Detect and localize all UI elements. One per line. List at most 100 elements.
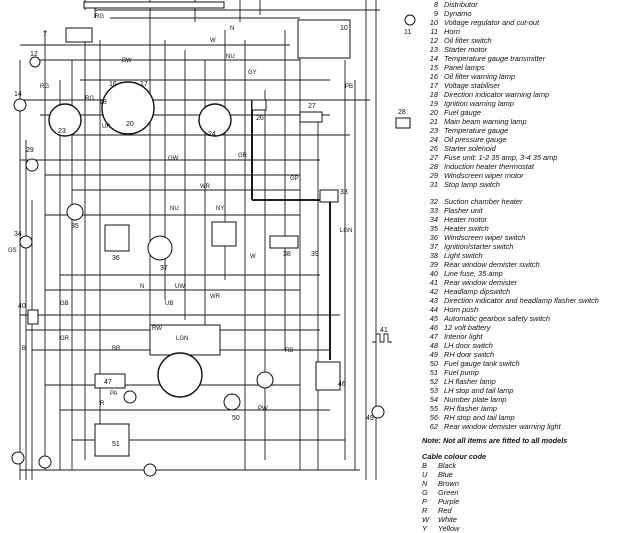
legend-item-text: Automatic gearbox safety switch: [444, 314, 550, 323]
svg-text:LGN: LGN: [176, 336, 188, 342]
svg-text:35: 35: [71, 223, 79, 230]
legend-item-number: 44: [429, 305, 438, 314]
svg-text:NU: NU: [170, 206, 179, 212]
legend-item-text: Fuel gauge: [444, 108, 481, 117]
svg-text:23: 23: [58, 128, 66, 135]
legend-item-text: Temperature gauge: [444, 126, 509, 135]
component-36-wiper-switch: 36: [104, 224, 130, 262]
svg-text:27: 27: [308, 103, 316, 110]
legend-item-text: Direction indicator and headlamp flasher…: [444, 296, 599, 305]
svg-text:39: 39: [311, 251, 319, 258]
legend-item-text: Starter motor: [444, 45, 488, 54]
svg-text:RG: RG: [40, 84, 49, 90]
component-41-demister: 41: [372, 327, 392, 343]
top-harness: [83, 0, 380, 480]
legend-item-text: Heater switch: [444, 224, 489, 233]
component-34-heater-motor: 34: [14, 231, 33, 249]
legend-item-text: Voltage stabiliser: [444, 81, 501, 90]
component-27-fuse: 27: [299, 103, 323, 123]
legend-item-number: 41: [429, 278, 438, 287]
svg-text:11: 11: [404, 29, 411, 36]
cable-colour-title: Cable colour code: [422, 452, 487, 461]
legend-item-number: 34: [429, 215, 438, 224]
cable-colour-key: G: [422, 488, 428, 497]
legend-item-text: Suction chamber heater: [444, 197, 523, 206]
legend-item-number: 37: [429, 242, 438, 251]
legend-item-text: Dynamo: [444, 9, 472, 18]
legend-item-number: 48: [429, 341, 438, 350]
svg-text:12: 12: [30, 51, 38, 58]
legend-item: 34 Heater motor: [422, 215, 640, 224]
legend-item: 54 Number plate lamp: [422, 395, 640, 404]
svg-text:34: 34: [14, 231, 22, 238]
legend-item-text: Rear window demister switch: [444, 260, 540, 269]
svg-text:GR: GR: [238, 153, 248, 159]
legend-item-text: Interior light: [444, 332, 483, 341]
legend-item-number: 40: [429, 269, 438, 278]
legend-item-number: 49: [429, 350, 438, 359]
component-26-solenoid: 26: [251, 99, 267, 122]
legend-item: 8 Distributor: [422, 0, 640, 9]
legend-item-text: Line fuse, 35 amp: [444, 269, 503, 278]
legend-item-number: 55: [429, 404, 438, 413]
svg-text:UB: UB: [165, 301, 173, 307]
svg-text:NY: NY: [216, 206, 224, 212]
legend-item-number: 16: [429, 72, 438, 81]
svg-text:RG: RG: [85, 96, 94, 102]
cable-colour-key: W: [422, 515, 429, 524]
svg-text:36: 36: [112, 255, 120, 262]
svg-text:50: 50: [232, 415, 240, 422]
cable-colour-key: Y: [422, 524, 427, 533]
legend-item-text: Distributor: [444, 0, 478, 9]
legend-item-number: 17: [429, 81, 438, 90]
legend-item: 40 Line fuse, 35 amp: [422, 269, 640, 278]
svg-text:PW: PW: [258, 406, 268, 412]
svg-text:28: 28: [398, 109, 406, 116]
svg-text:49: 49: [366, 415, 374, 422]
svg-text:14: 14: [14, 91, 22, 98]
svg-text:33: 33: [340, 189, 348, 196]
legend-item-number: 10: [429, 18, 438, 27]
component-35-heater-switch: 35: [66, 203, 84, 230]
legend-item: 16 Oil filter warning lamp: [422, 72, 640, 81]
svg-text:GS: GS: [8, 248, 17, 254]
legend-item-number: 8: [433, 0, 438, 9]
legend-item-text: Fuse unit: 1-2 35 amp, 3-4 35 amp: [444, 153, 558, 162]
legend-item-text: Oil filter warning lamp: [444, 72, 516, 81]
legend-item-number: 11: [430, 27, 438, 36]
cable-colour-value: Black: [438, 461, 457, 470]
legend-item-text: Number plate lamp: [444, 395, 507, 404]
component-50-tank-switch: 50: [223, 393, 241, 422]
svg-text:BR: BR: [112, 346, 121, 352]
svg-text:B: B: [22, 346, 26, 352]
cross-wires: [20, 44, 370, 471]
legend-item-number: 35: [429, 224, 438, 233]
component-14-transmitter: 14: [13, 91, 27, 112]
svg-text:26: 26: [256, 115, 264, 122]
legend-item-number: 54: [429, 395, 438, 404]
component-47-interior-light: 47: [94, 373, 126, 389]
cable-colour-value: Red: [438, 506, 452, 515]
legend-item: 17 Voltage stabiliser: [422, 81, 640, 90]
svg-text:LGN: LGN: [340, 228, 352, 234]
legend-item-text: Heater motor: [444, 215, 488, 224]
component-37-ignition: 37: [147, 235, 173, 272]
legend-item-text: Rear window demister warning light: [444, 422, 561, 431]
